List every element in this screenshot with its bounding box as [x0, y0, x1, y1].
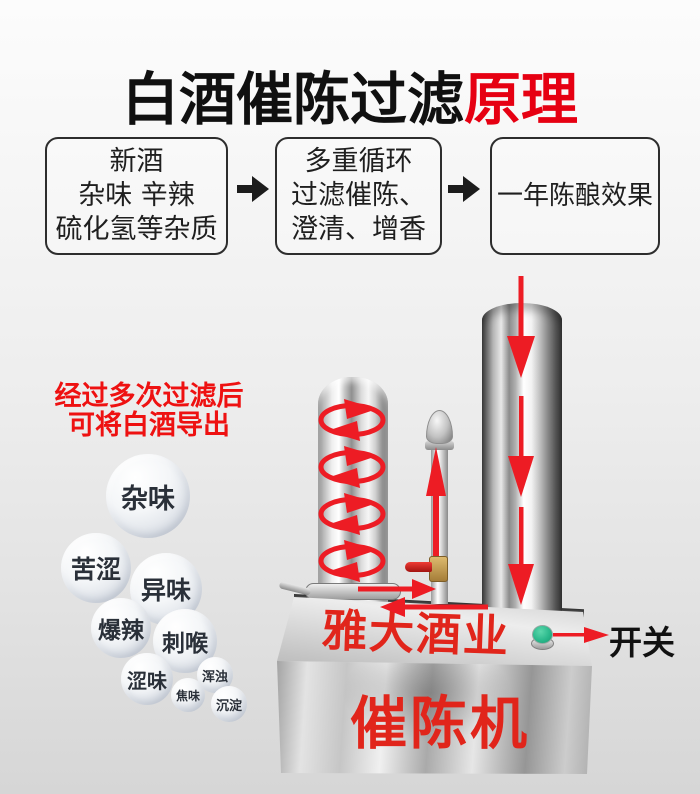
page-title-highlight: 原理	[464, 67, 578, 134]
page-title-main: 白酒催陈过滤	[122, 67, 464, 134]
flow-right-arrow-icon	[448, 176, 480, 202]
side-note-line-2: 可将白酒导出	[68, 410, 230, 441]
flow-box-multi-cycle: 多重循环 过滤催陈、 澄清、增香	[275, 137, 442, 255]
bubble-label: 沉淀	[215, 698, 242, 714]
side-note-line-1: 经过多次过滤后	[54, 381, 244, 412]
flow-box-aged-effect: 一年陈酿效果	[490, 137, 660, 255]
flow-box-line: 杂味 辛辣	[78, 180, 195, 211]
bubble-label: 异味	[140, 576, 191, 605]
flow-right-arrow-icon	[237, 176, 269, 202]
outlet-pipe-cap	[426, 410, 453, 444]
flow-box-line: 过滤催陈、	[291, 180, 426, 211]
machine-main-column	[482, 303, 562, 612]
bubble-label: 焦味	[175, 688, 200, 703]
bubble-label: 苦涩	[70, 555, 121, 584]
flow-right-arrow-shape	[237, 176, 269, 202]
flow-right-arrow-shape	[448, 176, 480, 202]
machine-brand-text: 雅大酒业	[321, 603, 511, 664]
machine-base-front-face	[277, 661, 592, 774]
page-title: 白酒催陈过滤原理	[0, 66, 700, 134]
machine-clamp-flange	[305, 583, 401, 600]
bubble-bitter: 苦涩	[61, 533, 131, 603]
outlet-pipe-collar	[425, 441, 454, 450]
machine-product-name: 催陈机	[350, 691, 530, 757]
flow-box-line: 新酒	[109, 146, 164, 177]
bubble-mixed-odor: 杂味	[106, 454, 190, 538]
flow-box-line: 多重循环	[304, 146, 413, 177]
flow-box-line: 一年陈酿效果	[496, 181, 653, 211]
bubble-label: 刺喉	[162, 631, 208, 657]
bubble-burnt: 焦味	[171, 678, 205, 712]
bubble-label: 浑浊	[201, 669, 228, 685]
machine-filter-column	[318, 377, 388, 602]
bubble-label: 涩味	[127, 668, 167, 693]
outlet-valve-handle	[405, 562, 432, 572]
bubble-sediment: 沉淀	[211, 686, 247, 722]
flow-box-line: 硫化氢等杂质	[55, 214, 218, 245]
flow-box-new-liquor: 新酒 杂味 辛辣 硫化氢等杂质	[45, 137, 228, 255]
bubble-astringent: 涩味	[121, 653, 173, 705]
bubble-harsh-spicy: 爆辣	[91, 598, 151, 658]
flow-box-line: 澄清、增香	[291, 214, 426, 245]
bubble-label: 爆辣	[98, 618, 144, 644]
power-switch-button	[532, 625, 553, 644]
side-note: 经过多次过滤后 可将白酒导出	[38, 382, 260, 440]
bubble-label: 杂味	[121, 483, 175, 515]
switch-label: 开关	[609, 623, 675, 662]
